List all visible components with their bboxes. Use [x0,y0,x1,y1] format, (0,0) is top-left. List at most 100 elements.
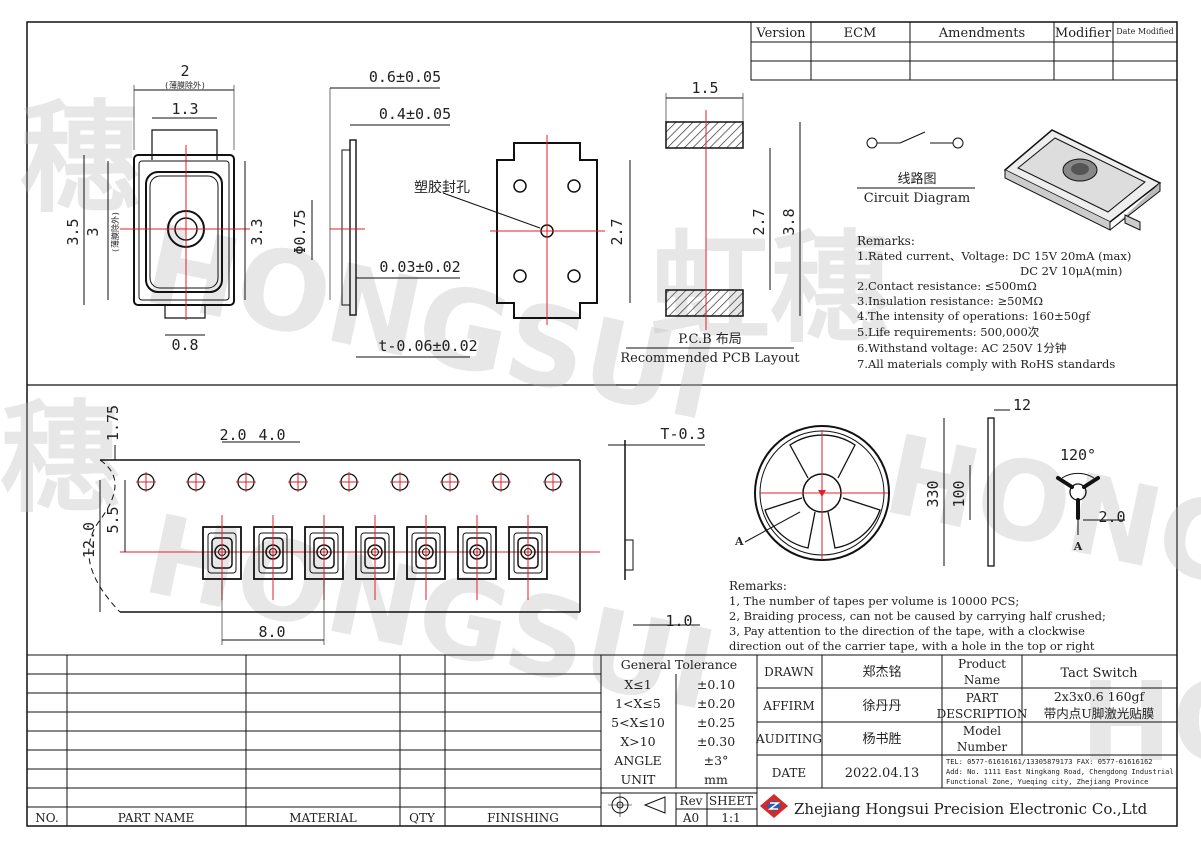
tol-range-6: UNIT [621,772,656,787]
sprocket-centerline [136,472,156,492]
dim-tape-1: 1.75 [104,405,122,441]
svg-text:HONGSUI: HONGSUI [135,200,726,445]
remarks-1-line-6: 5.Life requirements: 500,000次 [857,325,1040,339]
dim-tab: 0.8 [171,336,198,354]
dim-tape-6: 8.0 [258,623,285,641]
sealed-hole-view: 塑胶封孔 2.7 [414,135,631,325]
remarks-specs: Remarks: 1.Rated current、Voltage: DC 15V… [857,234,1131,371]
bom-header: NO. PART NAME MATERIAL QTY FINISHING [35,811,559,825]
product-3d-render [1003,129,1162,231]
model-label-2: Number [957,740,1007,754]
auditing-name: 杨书胜 [862,732,901,747]
tape-pocket [508,515,548,600]
desc-label-2: DESCRIPTION [937,707,1028,721]
rev-header-version: Version [755,26,806,41]
sprocket-centerline [288,472,308,492]
reel-label-a2: A [1073,540,1083,553]
auditing-label: AUDITING [755,732,822,746]
dim-side-1: 0.6±0.05 [369,68,441,86]
dim-tape-5: 12.0 [80,522,98,558]
projection-symbol [608,793,666,817]
tape-side-view: T-0.3 1.0 [608,425,706,630]
company-contact-1: TEL: 0577-61616161/13305879173 FAX: 0577… [946,758,1153,766]
signature-block: DRAWN 郑杰铭 AFFIRM 徐丹丹 AUDITING 杨书胜 DATE 2… [755,665,919,781]
company-name: Zhejiang Hongsui Precision Electronic Co… [794,800,1148,818]
dim-side-2: 0.4±0.05 [379,105,451,123]
dim-reel-angle: 120° [1060,446,1096,464]
side-view: 0.6±0.05 0.4±0.05 Φ0.75 0.03±0.02 t-0.06… [291,68,478,358]
general-tolerance: General Tolerance X≤1 ±0.10 1<X≤5 ±0.20 … [611,657,737,787]
date-label: DATE [772,766,806,780]
sheet-label: SHEET [709,794,753,808]
remarks-2-line-3: 3, Pay attention to the direction of the… [729,624,1085,638]
reel: A 12 330 100 120° 2.0 A [734,396,1126,567]
tape-pocket [253,515,293,600]
remarks-1-line-3: 2.Contact resistance: ≤500mΩ [857,279,1037,293]
dim-inner-height: 3 [84,227,102,236]
company-info: TEL: 0577-61616161/13305879173 FAX: 0577… [760,758,1174,818]
tape-pocket [304,515,344,600]
tolerance-title: General Tolerance [621,657,737,672]
reel-label-a: A [734,535,744,548]
affirm-label: AFFIRM [762,699,814,713]
rev-label: Rev [680,794,703,808]
sprocket-centerline [236,472,256,492]
tol-range-3: 5<X≤10 [611,715,665,730]
sheet-value: 1:1 [721,811,740,825]
svg-text:穗: 穗 [20,90,140,229]
remarks-1-line-2: DC 2V 10μA(min) [1020,264,1122,278]
tape-pocket [406,515,446,600]
dim-reel-w2: 2.0 [1098,508,1125,526]
pcb-title-2: Recommended PCB Layout [620,351,800,366]
remarks-2-line-1: 1, The number of tapes per volume is 100… [729,594,1019,608]
dim-inner-height-note: (薄膜除外) [110,211,120,253]
bom-qty: QTY [409,811,436,825]
model-label-1: Model [963,724,1001,738]
pcb-title-1: P.C.B 布局 [678,332,742,347]
dim-pcb-h1: 2.7 [750,208,768,235]
product-name: Tact Switch [1060,666,1138,681]
desc-label-1: PART [966,691,998,705]
sprocket-centerline [440,472,460,492]
tape-pocket [355,515,395,600]
hole-label: 塑胶封孔 [414,179,470,196]
remarks-2-line-2: 2, Braiding process, can not be caused b… [729,609,1106,623]
rev-header-ecm: ECM [844,26,877,41]
tol-value-6: mm [704,772,728,787]
dim-tape-7: 1.0 [665,612,692,630]
dim-tape-2: 2.0 [219,426,246,444]
sprocket-centerline [339,472,359,492]
sprocket-centerline [491,472,511,492]
tol-value-2: ±0.20 [697,696,735,711]
tol-value-1: ±0.10 [697,677,735,692]
dim-tape-t: T-0.3 [660,425,705,443]
company-contact-2: Add: No. 1111 East Ningkang Road, Chengd… [946,768,1174,776]
tol-value-4: ±0.30 [697,734,735,749]
tol-range-4: X>10 [620,734,655,749]
dim-tape-4: 5.5 [104,506,122,533]
drawn-label: DRAWN [764,665,814,679]
dim-pcb-h2: 3.8 [780,208,798,235]
product-name-label-1: Product [958,657,1006,671]
remarks-2-line-4: direction out of the carrier tape, with … [729,639,1095,653]
dim-width: 2 [180,62,189,80]
dim-right-height: 3.3 [248,218,266,245]
company-contact-3: Functional Zone, Yueqing city, Zhejiang … [946,778,1148,786]
tape-pocket [457,515,497,600]
product-name-label-2: Name [964,673,1000,687]
part-desc-1: 2x3x0.6 160gf [1054,689,1146,704]
remarks-1-line-4: 3.Insulation resistance: ≥50MΩ [857,294,1043,308]
company-logo [760,794,788,818]
dim-reel-w: 12 [1013,396,1031,414]
bom-part-name: PART NAME [118,811,195,825]
remarks-1-line-8: 7.All materials comply with RoHS standar… [857,357,1115,371]
dim-pcb-width: 1.5 [691,79,718,97]
circuit-diagram: 线路图 Circuit Diagram [857,131,975,206]
dim-tape-3: 4.0 [258,426,285,444]
sprocket-centerline [390,472,410,492]
sprocket-centerline [543,472,563,492]
title-block [27,654,1177,826]
tol-value-3: ±0.25 [697,715,735,730]
top-view: 2 (薄膜除外) 1.3 3.5 3 (薄膜除外) 3.3 0.8 [64,62,266,354]
